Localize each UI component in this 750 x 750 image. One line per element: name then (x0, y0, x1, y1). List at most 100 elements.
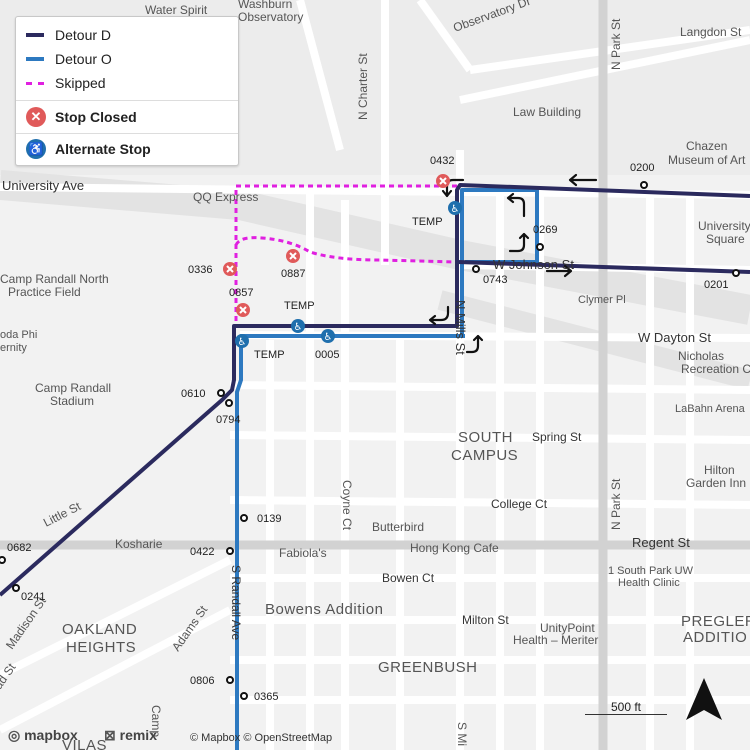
stop-labels: 0432 0200 TEMP 0269 0743 0201 0336 0887 … (7, 155, 728, 703)
stop-label-temp-low: TEMP (254, 349, 285, 361)
stop-label-0336: 0336 (188, 264, 212, 276)
label-n-charter-st: N Charter St (356, 53, 370, 120)
scale-bar: 500 ft (585, 700, 667, 715)
label-w-johnson-st: W Johnson St (493, 257, 574, 272)
legend-detour-d-label: Detour D (55, 27, 112, 43)
label-bowens-addition: Bowens Addition (265, 601, 383, 618)
label-clymer-pl: Clymer Pl (578, 294, 626, 306)
label-college-ct: College Ct (491, 497, 548, 511)
stop-label-0610: 0610 (181, 388, 205, 400)
label-university-square-2: Square (706, 232, 745, 246)
label-hilton-2: Garden Inn (686, 476, 746, 490)
stop-label-0432: 0432 (430, 155, 454, 167)
stop-label-0422: 0422 (190, 546, 214, 558)
detour-o-swatch (26, 57, 44, 61)
label-preglers-1: PREGLERS (681, 613, 750, 630)
stop-label-0139: 0139 (257, 513, 281, 525)
label-washburn: Washburn (238, 0, 292, 11)
label-south-campus-2: CAMPUS (451, 447, 518, 464)
label-camp-vertical: Camp (149, 705, 163, 737)
label-phi-1: oda Phi (0, 329, 37, 341)
label-fabiolas: Fabiola's (279, 546, 327, 560)
remix-logo[interactable]: ⊠ remix (104, 727, 157, 743)
skipped-route (234, 184, 459, 325)
detour-d-swatch (26, 33, 44, 37)
label-langdon-st: Langdon St (680, 25, 742, 39)
label-south-campus-1: SOUTH (458, 429, 513, 446)
stop-label-0806: 0806 (190, 675, 214, 687)
direction-arrows (428, 173, 598, 354)
legend-stop-closed: ✕ Stop Closed (26, 107, 137, 127)
label-hilton-1: Hilton (704, 463, 735, 477)
stop-label-0887: 0887 (281, 268, 305, 280)
stop-label-0200: 0200 (630, 162, 654, 174)
mapbox-logo[interactable]: ◎ mapbox (8, 727, 78, 743)
label-camp-randall-2: Stadium (50, 394, 94, 408)
stop-label-0794: 0794 (216, 414, 240, 426)
legend-detour-o: Detour O (26, 51, 112, 67)
legend-divider (16, 100, 238, 101)
label-w-dayton-st: W Dayton St (638, 330, 711, 345)
closed-stops (223, 174, 450, 317)
north-arrow-icon (686, 678, 722, 720)
stop-label-temp-top: TEMP (412, 216, 443, 228)
label-camp-randall-1: Camp Randall (35, 381, 111, 395)
label-labahn: LaBahn Arena (675, 403, 746, 415)
stop-label-0743: 0743 (483, 274, 507, 286)
accessible-icon: ♿ (26, 139, 46, 159)
map-attribution[interactable]: © Mapbox © OpenStreetMap (190, 732, 333, 744)
label-unitypoint-2: Health – Meriter (513, 633, 598, 647)
label-n-mills-st: N Mills St (453, 300, 468, 355)
label-phi-2: ernity (0, 342, 27, 354)
label-oakland-1: OAKLAND (62, 621, 137, 638)
label-hong-kong: Hong Kong Cafe (410, 541, 499, 555)
skipped-swatch (26, 81, 44, 85)
svg-text:♿: ♿ (324, 332, 333, 343)
legend-skipped-label: Skipped (55, 75, 106, 91)
mapbox-logo-text: mapbox (24, 727, 78, 743)
label-spring-st: Spring St (532, 430, 582, 444)
legend-divider-2 (16, 133, 238, 134)
label-n-park-st-top: N Park St (609, 18, 623, 70)
legend-skipped: Skipped (26, 75, 106, 91)
label-nicholas-1: Nicholas (678, 349, 724, 363)
label-south-park-2: Health Clinic (618, 577, 680, 589)
label-milton-st: Milton St (462, 613, 509, 627)
svg-text:♿: ♿ (294, 322, 303, 333)
label-south-park-1: 1 South Park UW (608, 565, 694, 577)
label-s-mi: S Mi (455, 722, 469, 746)
label-regent-st: Regent St (632, 535, 690, 550)
label-butterbird: Butterbird (372, 520, 424, 534)
stop-label-0857: 0857 (229, 287, 253, 299)
label-chazen-2: Museum of Art (668, 153, 746, 167)
label-camp-randall-north-1: Camp Randall North (0, 272, 109, 286)
stop-label-0682: 0682 (7, 542, 31, 554)
label-nicholas-2: Recreation Ce (681, 362, 750, 376)
legend-detour-d: Detour D (26, 27, 111, 43)
stop-label-0241: 0241 (21, 591, 45, 603)
stop-label-temp-mid: TEMP (284, 300, 315, 312)
detour-d-route (0, 183, 750, 597)
stop-label-0201: 0201 (704, 279, 728, 291)
label-bowen-ct: Bowen Ct (382, 571, 435, 585)
label-water-spirit: Water Spirit (145, 3, 208, 17)
label-oakland-2: HEIGHTS (66, 639, 136, 656)
label-law-building: Law Building (513, 105, 581, 119)
close-icon: ✕ (26, 107, 46, 127)
map-legend: Detour D Detour O Skipped ✕ Stop Closed … (15, 16, 239, 166)
label-observatory: Observatory (238, 10, 303, 24)
label-qq-express: QQ Express (193, 190, 258, 204)
stop-label-0005: 0005 (315, 349, 339, 361)
label-preglers-2: ADDITIO (683, 629, 747, 646)
label-university-square-1: University (698, 219, 750, 233)
remix-logo-text: remix (119, 727, 157, 743)
label-s-randall-ave: S Randall Ave (229, 565, 243, 640)
stop-label-0365: 0365 (254, 691, 278, 703)
legend-detour-o-label: Detour O (55, 51, 112, 67)
legend-alternate-stop-label: Alternate Stop (55, 141, 151, 157)
svg-text:♿: ♿ (238, 337, 247, 348)
label-greenbush: GREENBUSH (378, 659, 478, 676)
label-kosharie: Kosharie (115, 537, 163, 551)
